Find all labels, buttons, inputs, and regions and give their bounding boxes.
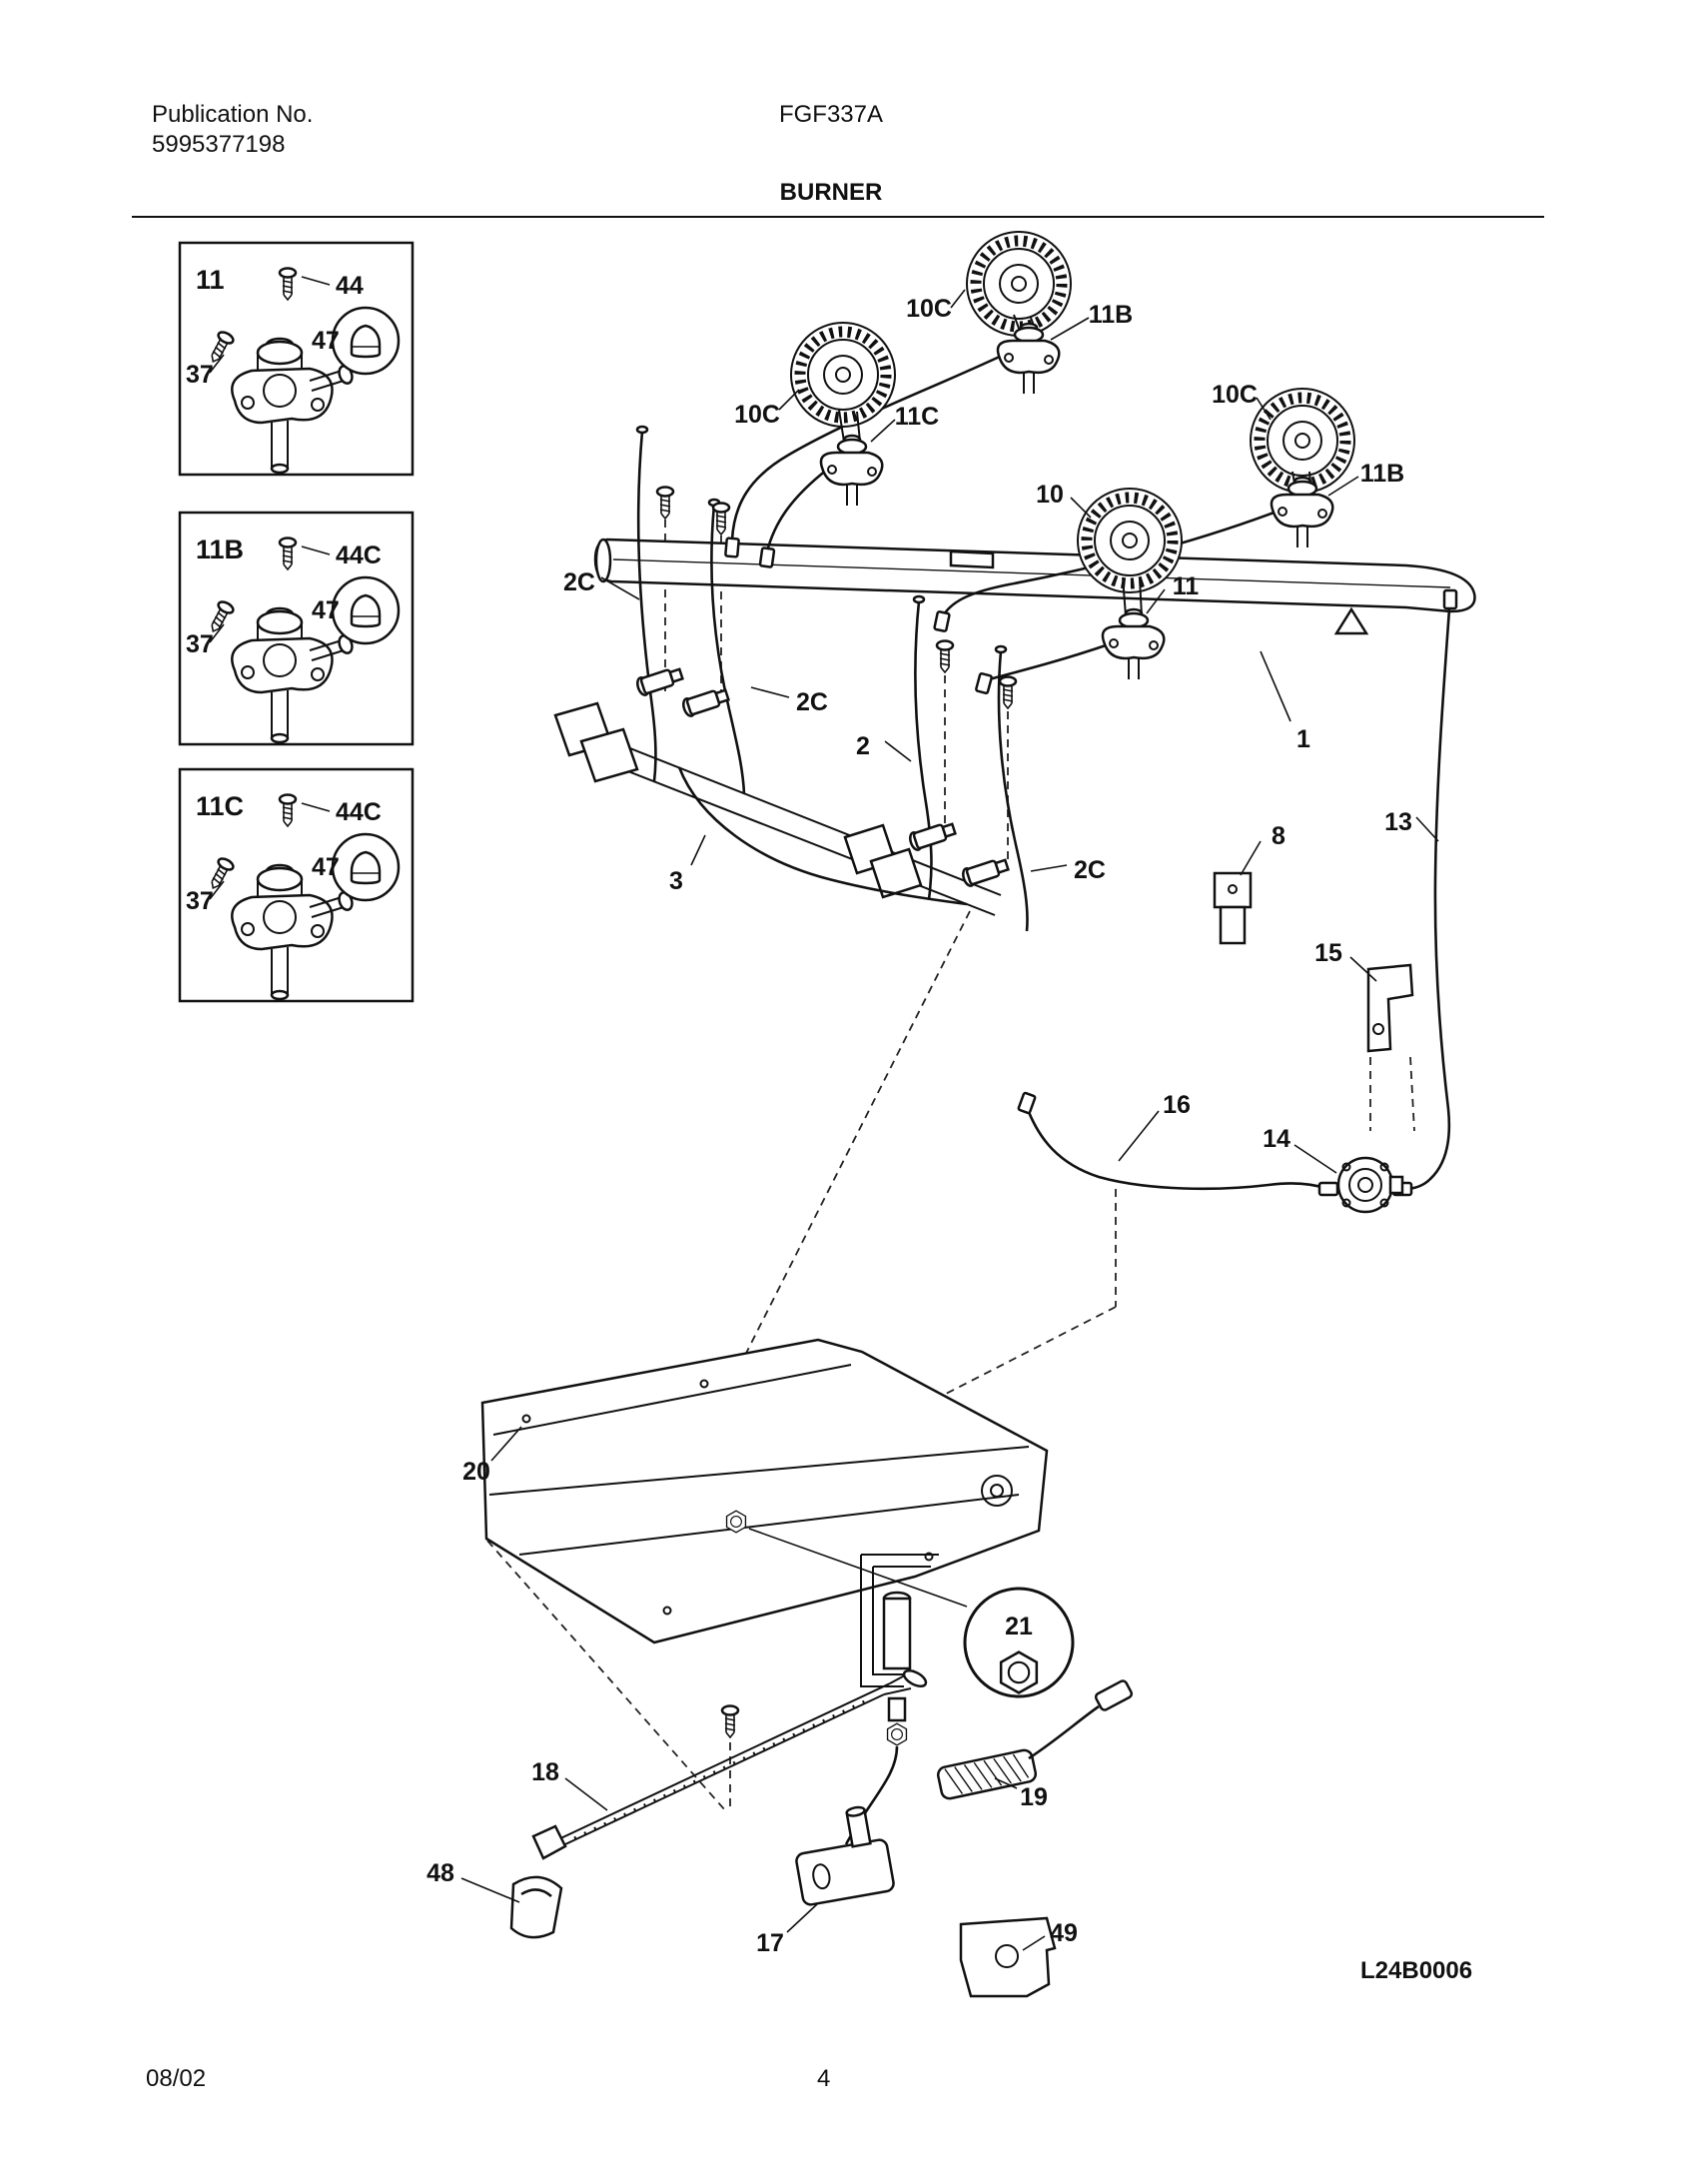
callout-3: 3: [669, 867, 683, 895]
header-rule: [132, 216, 1544, 218]
callout-11b-right: 11B: [1360, 460, 1404, 488]
callout-21: 21: [1005, 1613, 1033, 1640]
burner-head-left-rear-10c: [791, 323, 895, 427]
inset-side-screw-label: 37: [186, 630, 214, 658]
inset-orifice-label: 47: [312, 596, 340, 624]
burner-head-right-front-10: [1078, 489, 1182, 592]
callout-10c-top: 10C: [906, 295, 952, 323]
inset-side-screw-label: 37: [186, 361, 214, 389]
bracket-15: [1366, 963, 1414, 1053]
inset-screw-label: 44C: [336, 542, 382, 569]
publication-label: Publication No.: [152, 101, 314, 128]
oven-igniter-19: [936, 1679, 1134, 1800]
gas-tube-13: [1391, 588, 1458, 1197]
callout-14: 14: [1263, 1125, 1290, 1153]
burner-inlet-assembly: [844, 1554, 939, 1845]
nut-detail-21: [748, 1528, 1075, 1698]
inset-part-label: 11C: [196, 791, 244, 821]
callout-10: 10: [1036, 481, 1064, 509]
inset-part-label: 11B: [196, 535, 244, 564]
valve-feed-tubes: [723, 353, 1278, 695]
inset-box-valve-11: 11 44 37 47: [178, 241, 415, 477]
model-number: FGF337A: [778, 101, 884, 128]
callout-18: 18: [531, 1758, 559, 1786]
inset-side-screw-label: 37: [186, 887, 214, 915]
callout-8: 8: [1272, 822, 1285, 850]
pressure-regulator-14: [1336, 1156, 1404, 1214]
pilot-assembly-17: [795, 1805, 895, 1906]
callout-15: 15: [1314, 939, 1342, 967]
clip-48: [509, 1875, 563, 1939]
inset-orifice-label: 47: [312, 327, 340, 355]
callout-2: 2: [856, 732, 870, 760]
callout-13: 13: [1384, 808, 1412, 836]
callout-10c-left: 10C: [734, 401, 780, 429]
callout-20: 20: [462, 1458, 490, 1486]
callout-labels: 10C 11B 10C 11C 10C 11B 10 11 2C 2C 2 1 …: [427, 295, 1412, 1957]
callout-10c-right: 10C: [1212, 381, 1258, 409]
gas-tube-16: [1017, 1091, 1339, 1197]
callout-17: 17: [756, 1929, 784, 1957]
callout-48: 48: [427, 1859, 454, 1887]
section-title: BURNER: [779, 179, 883, 206]
callout-11: 11: [1173, 572, 1200, 600]
callout-2c-mid: 2C: [796, 688, 828, 716]
bracket-8: [1213, 871, 1253, 945]
callout-2c-left: 2C: [563, 568, 595, 596]
callout-2c-bottom: 2C: [1074, 856, 1106, 884]
valve-11c: [819, 434, 884, 508]
inset-part-label: 11: [196, 265, 225, 295]
inset-orifice-label: 47: [312, 853, 340, 881]
leader-lines: [460, 289, 1439, 1951]
callout-1: 1: [1296, 725, 1310, 753]
footer-page-number: 4: [817, 2065, 831, 2092]
oven-burner-tube-18: [531, 1669, 928, 1860]
footer-date: 08/02: [146, 2065, 207, 2092]
bracket-49: [959, 1916, 1057, 1998]
publication-number: 5995377198: [152, 131, 286, 158]
burner-head-left-front-10c: [967, 232, 1071, 336]
callout-19: 19: [1020, 1783, 1048, 1811]
callout-49: 49: [1050, 1919, 1078, 1947]
valve-support-bracket: [553, 701, 1002, 916]
diagram-code: L24B0006: [1360, 1957, 1473, 1984]
gas-tube-3: [677, 766, 968, 906]
inset-screw-label: 44: [336, 272, 364, 300]
callout-16: 16: [1163, 1091, 1191, 1119]
inset-box-valve-11c: 11C 44C 37 47: [178, 767, 415, 1003]
callout-11b-top: 11B: [1089, 301, 1133, 329]
callout-11c: 11C: [895, 403, 939, 431]
inset-screw-label: 44C: [336, 798, 382, 826]
publication-info: Publication No. 5995377198: [152, 100, 313, 160]
valve-11: [1101, 607, 1166, 681]
inset-box-valve-11b: 11B 44C 37 47: [178, 511, 415, 746]
